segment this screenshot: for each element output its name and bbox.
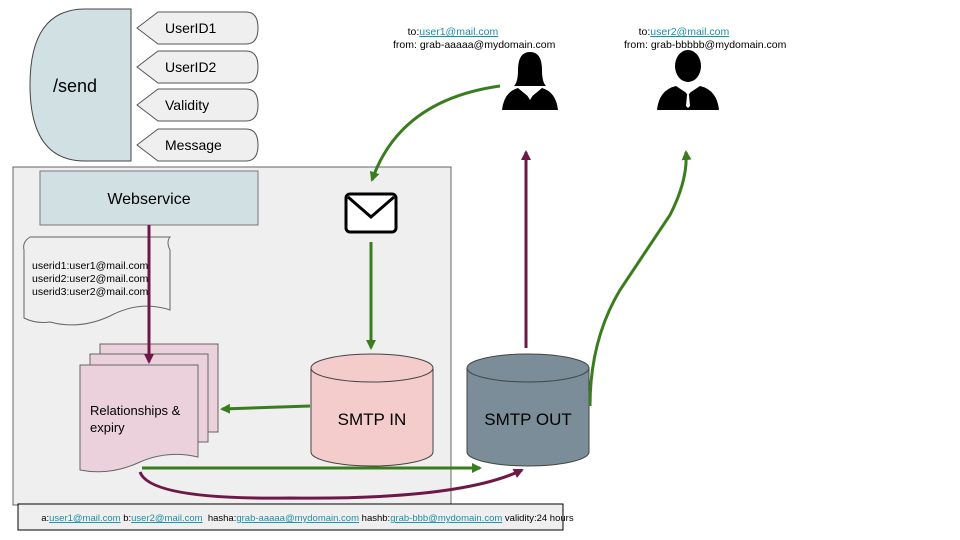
relationships-store: Relationships & expiry (79, 343, 219, 473)
record-a-label: a: (41, 513, 49, 524)
param-userid2: UserID2 (136, 50, 259, 84)
record-hasha-label: hasha: (203, 513, 237, 524)
relationships-label-line1: Relationships & (90, 403, 181, 418)
record-b-label: b: (121, 513, 132, 524)
record-line: a:user1@mail.com b:user2@mail.com hasha:… (28, 513, 582, 524)
record-hashb-link[interactable]: grab-bbb@mydomain.com (390, 513, 502, 524)
to-prefix: to: (639, 26, 651, 38)
recipient2-email-link[interactable]: user2@mail.com (650, 26, 729, 38)
send-endpoint-shape (29, 8, 132, 162)
smtp-in-label: SMTP IN (338, 410, 407, 429)
record-validity: validity:24 hours (502, 513, 574, 524)
record-hasha-link[interactable]: grab-aaaaa@mydomain.com (236, 513, 359, 524)
param-userid1: UserID1 (136, 11, 259, 45)
param-validity: Validity (136, 88, 259, 122)
arrow-user1-to-envelope (369, 84, 501, 182)
user2-male-icon (648, 50, 728, 132)
param-label: UserID2 (165, 59, 217, 75)
relationships-label-line2: expiry (90, 420, 125, 435)
smtp-out-label: SMTP OUT (484, 410, 572, 429)
user1-female-icon (490, 52, 570, 132)
recipient2-to-line: to:user2@mail.com (624, 26, 738, 38)
send-endpoint-label: /send (53, 76, 97, 96)
param-label: Validity (165, 97, 209, 113)
mapping-line: userid1:user1@mail.com (32, 260, 149, 272)
arrow-relationships-to-smtp-out-maroon (138, 468, 524, 500)
recipient1-to-line: to:user1@mail.com (393, 26, 507, 38)
mapping-store-shape (23, 236, 172, 326)
arrow-smtp-in-to-relationships (220, 403, 311, 414)
mapping-line: userid3:user2@mail.com (32, 286, 149, 298)
arrow-smtp-out-to-user2 (588, 150, 692, 407)
param-message: Message (136, 128, 259, 162)
param-label: UserID1 (165, 20, 217, 36)
mapping-line: userid2:user2@mail.com (32, 273, 149, 285)
recipient1-from-line: from: grab-aaaaa@mydomain.com (393, 39, 556, 51)
envelope-icon (344, 192, 398, 234)
webservice-label: Webservice (107, 191, 190, 208)
param-label: Message (165, 137, 222, 153)
smtp-out-database: SMTP OUT (466, 353, 590, 467)
to-prefix: to: (408, 26, 420, 38)
recipient1-email-link[interactable]: user1@mail.com (419, 26, 498, 38)
recipient2-from-line: from: grab-bbbbb@mydomain.com (624, 39, 787, 51)
record-a-link[interactable]: user1@mail.com (49, 513, 120, 524)
record-box (17, 503, 564, 531)
record-b-link[interactable]: user2@mail.com (131, 513, 202, 524)
smtp-in-database: SMTP IN (310, 353, 434, 467)
record-hashb-label: hashb: (359, 513, 390, 524)
